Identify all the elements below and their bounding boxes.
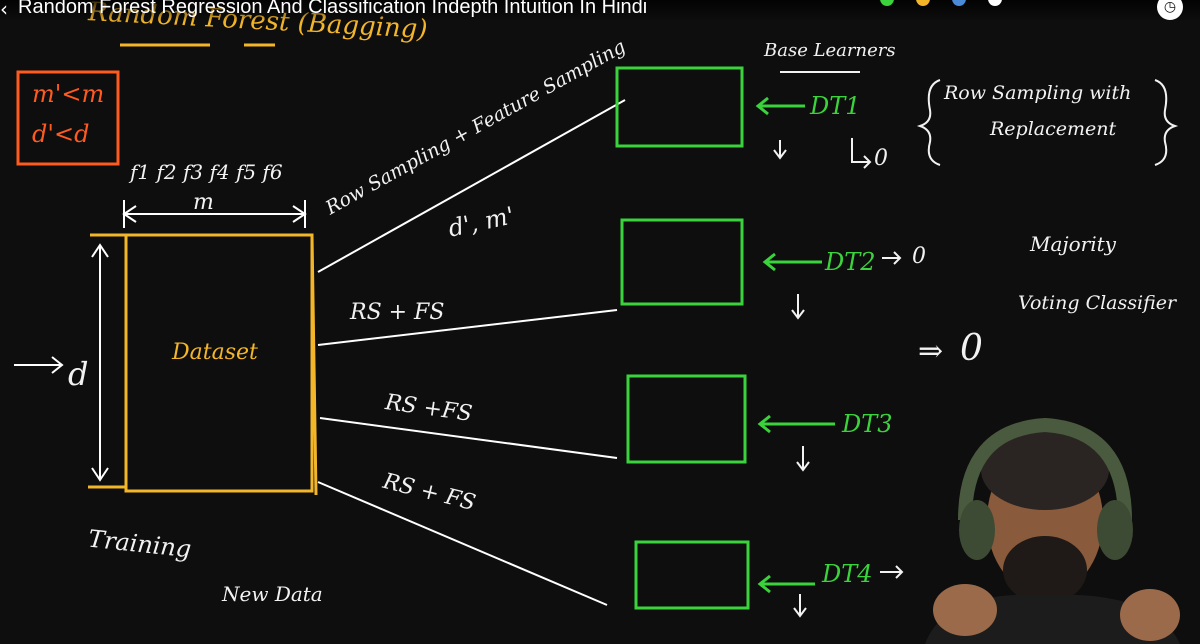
dt2-output: 0: [912, 244, 926, 269]
sample-line-3: [319, 417, 618, 459]
base-learners-label: Base Learners: [764, 40, 896, 61]
constraint-box: [16, 70, 120, 166]
d-label: d: [68, 355, 89, 393]
new-data-label: New Data: [222, 582, 323, 606]
dot-icon: [952, 0, 966, 6]
dt1-box: [615, 66, 744, 148]
clock-icon[interactable]: ◷: [1157, 0, 1183, 20]
dt2-label: DT2: [825, 248, 876, 276]
majority-label: Majority: [1030, 232, 1116, 256]
sample-line-1: [317, 99, 626, 273]
chevron-left-icon[interactable]: ‹: [0, 0, 8, 21]
dataset-label: Dataset: [172, 340, 258, 365]
rs-fs-label-1: RS + FS: [350, 300, 445, 325]
dataset-right-extension: [310, 234, 318, 496]
sample-line-4: [317, 481, 608, 606]
voting-classifier-label: Voting Classifier: [1018, 292, 1177, 314]
dot-icon: [988, 0, 1002, 6]
dt3-box: [626, 374, 747, 464]
dt1-output: 0: [874, 146, 888, 171]
dt1-label: DT1: [810, 92, 861, 120]
m-label: m: [193, 190, 214, 215]
presenter-webcam: [905, 410, 1200, 644]
implies-symbol: ⇒: [918, 334, 944, 369]
dataset-box: [124, 233, 314, 493]
sample-line-2: [317, 309, 618, 346]
row-sampling-note: Row Sampling with: [944, 82, 1132, 104]
dot-icon: [880, 0, 894, 6]
constraint-m: m'<m: [32, 80, 105, 108]
replacement-note: Replacement: [990, 118, 1117, 140]
dot-icon: [916, 0, 930, 6]
dt4-label: DT4: [822, 560, 873, 588]
constraint-d: d'<d: [32, 120, 90, 148]
dt3-label: DT3: [842, 410, 893, 438]
feature-list: f1 f2 f3 f4 f5 f6: [130, 160, 283, 184]
top-control-icons: [880, 0, 1002, 6]
title-bar: ‹ Random Forest Regression And Classific…: [0, 0, 1200, 22]
final-output: 0: [960, 328, 983, 369]
video-title[interactable]: Random Forest Regression And Classificat…: [18, 0, 648, 18]
dt4-box: [634, 540, 750, 610]
dt2-box: [620, 218, 744, 306]
